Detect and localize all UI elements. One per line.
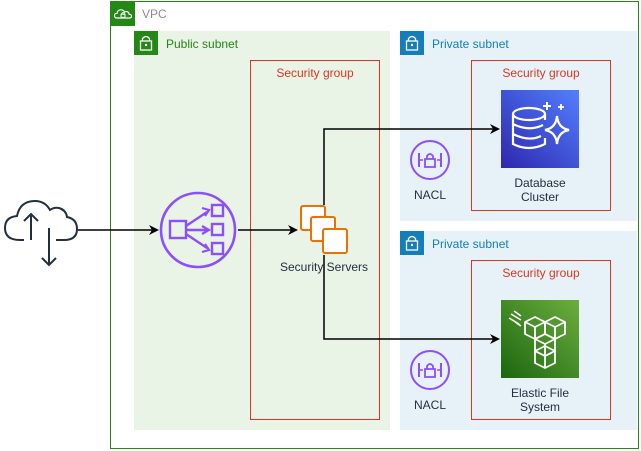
efs-label-line2: System	[519, 400, 560, 414]
database-label-line1: Database	[514, 176, 566, 190]
private-subnet-bottom-label: Private subnet	[432, 237, 509, 251]
security-group-public: Security group	[250, 60, 380, 420]
security-group-label: Security group	[502, 66, 580, 80]
lock-icon	[400, 231, 424, 255]
connector-servers-to-database	[323, 124, 500, 205]
database-label-line2: Cluster	[520, 190, 559, 204]
cloud-upload-download-icon	[2, 192, 79, 268]
aurora-database-icon	[501, 90, 579, 168]
nacl-icon	[410, 140, 450, 180]
connector-servers-to-efs	[323, 255, 500, 344]
vpc-container	[110, 1, 639, 449]
security-group-label: Security group	[502, 266, 580, 280]
efs-label-line1: Elastic File	[510, 386, 569, 400]
network-load-balancer-icon	[158, 190, 238, 270]
nacl-top-label: NACL	[413, 188, 446, 202]
nacl-bottom-label: NACL	[413, 398, 446, 412]
lock-icon	[400, 31, 424, 55]
security-group-label: Security group	[276, 66, 354, 80]
efs-icon	[501, 300, 579, 378]
lock-icon	[134, 31, 158, 55]
private-subnet-top-label: Private subnet	[432, 37, 509, 51]
security-group-database: Security group	[471, 60, 611, 211]
cloud-lock-icon	[111, 2, 135, 26]
vpc-label: VPC	[142, 7, 167, 21]
ec2-instances-icon	[299, 204, 351, 256]
public-subnet-label: Public subnet	[166, 37, 239, 51]
security-group-efs: Security group	[471, 260, 611, 420]
security-servers-label: Security Servers	[279, 260, 369, 274]
nacl-icon	[410, 350, 450, 390]
